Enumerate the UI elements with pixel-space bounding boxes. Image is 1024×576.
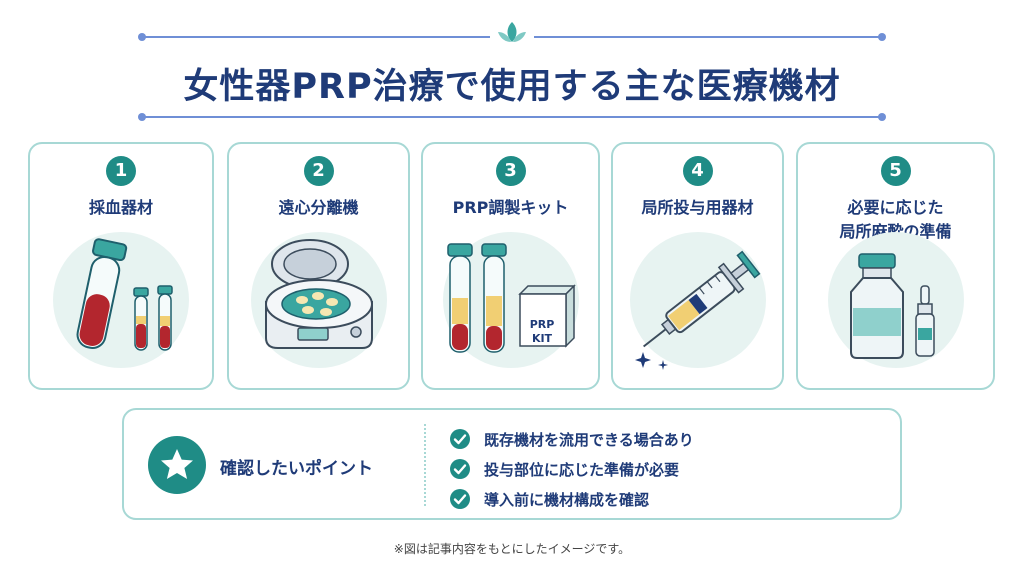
kit-box-line-1: PRP xyxy=(529,318,555,331)
star-badge xyxy=(148,436,206,494)
check-text: 導入前に機材構成を確認 xyxy=(484,490,650,509)
prp-kit-icon xyxy=(446,243,576,353)
leaf-icon xyxy=(498,22,526,42)
star-icon xyxy=(161,449,193,479)
centrifuge-icon xyxy=(264,239,373,349)
card-label: 採血器材 xyxy=(88,198,153,217)
card-local-anesthesia: 5 必要に応じた 局所麻酔の準備 xyxy=(796,142,995,390)
footnote: ※図は記事内容をもとにしたイメージです。 xyxy=(393,542,631,556)
check-circle-icon xyxy=(450,489,470,509)
card-prp-kit: 3 PRP調製キット PRP KIT xyxy=(421,142,600,390)
kit-box-line-2: KIT xyxy=(531,332,553,345)
key-points-panel: 確認したいポイント 既存機材を流用できる場合あり 投与部位に応じた準備が必要 導… xyxy=(122,408,902,520)
decorative-rule-bottom xyxy=(138,113,886,121)
panel-divider xyxy=(424,424,426,506)
card-label: 遠心分離機 xyxy=(278,198,359,217)
check-item: 既存機材を流用できる場合あり xyxy=(450,424,694,454)
card-number-badge: 5 xyxy=(880,156,911,186)
card-label: 必要に応じた 局所麻酔の準備 xyxy=(839,198,951,241)
card-number-badge: 2 xyxy=(303,156,334,186)
card-centrifuge: 2 遠心分離機 xyxy=(227,142,410,390)
card-injection-equipment: 4 局所投与用器材 xyxy=(611,142,784,390)
kit-box-label: PRP KIT xyxy=(519,318,565,346)
page-title: 女性器PRP治療で使用する主な医療機材 xyxy=(183,67,841,107)
card-number-badge: 3 xyxy=(495,156,526,186)
card-number-badge: 4 xyxy=(682,156,713,186)
checklist: 既存機材を流用できる場合あり 投与部位に応じた準備が必要 導入前に機材構成を確認 xyxy=(450,424,694,514)
check-circle-icon xyxy=(450,429,470,449)
check-text: 既存機材を流用できる場合あり xyxy=(484,430,694,449)
vial-icon xyxy=(849,253,935,359)
card-label: 局所投与用器材 xyxy=(641,198,754,217)
panel-title: 確認したいポイント xyxy=(220,459,373,479)
check-text: 投与部位に応じた準備が必要 xyxy=(484,460,680,479)
card-blood-collection: 1 採血器材 xyxy=(28,142,214,390)
header: 女性器PRP治療で使用する主な医療機材 xyxy=(0,0,1024,130)
decorative-rule-right xyxy=(534,33,886,41)
check-circle-icon xyxy=(450,459,470,479)
card-label: PRP調製キット xyxy=(452,198,569,217)
syringe-icon xyxy=(634,250,760,370)
check-item: 導入前に機材構成を確認 xyxy=(450,484,694,514)
blood-tube-icon xyxy=(76,238,173,351)
check-item: 投与部位に応じた準備が必要 xyxy=(450,454,694,484)
card-number-badge: 1 xyxy=(106,156,136,186)
decorative-rule-left xyxy=(138,33,490,41)
